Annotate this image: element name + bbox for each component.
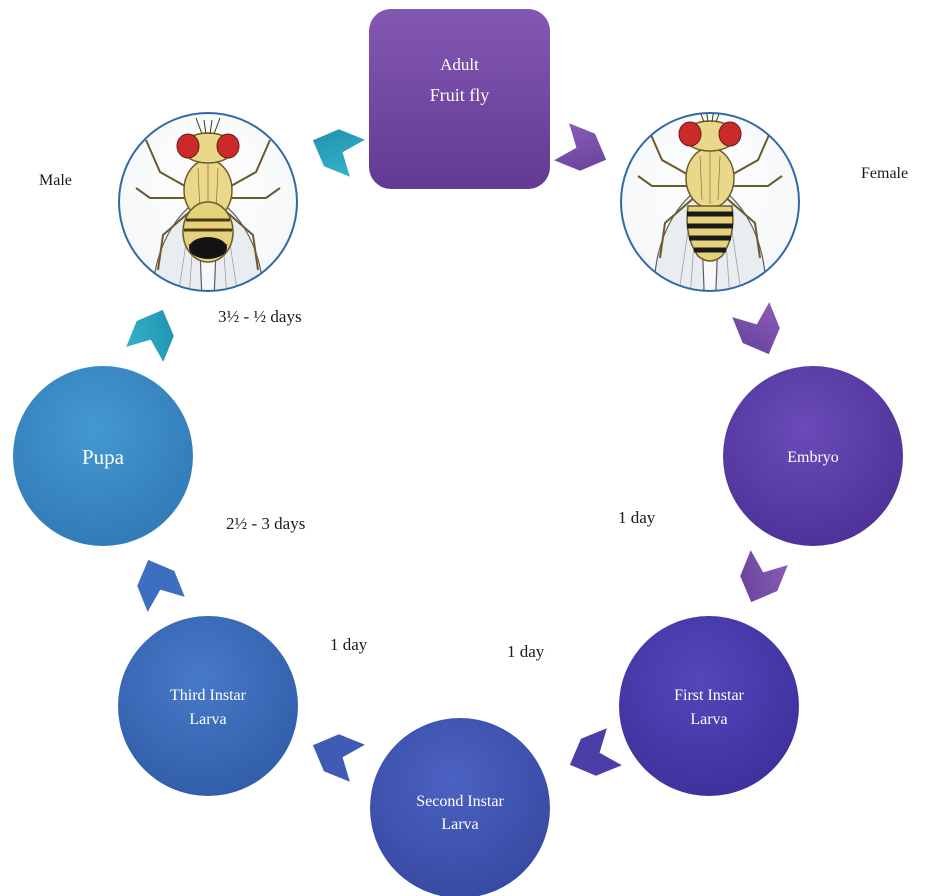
third-instar-line1: Third Instar [170, 687, 247, 704]
embryo-node: Embryo [723, 366, 903, 546]
arrow-second-to-third-instar [305, 726, 365, 782]
arrow-adult-to-female [554, 123, 614, 179]
first-instar-line2: Larva [690, 711, 727, 728]
duration-first-to-second: 1 day [507, 642, 545, 661]
arrow-pupa-to-male [126, 302, 182, 362]
first-instar-larva-node: First Instar Larva [619, 616, 799, 796]
arrow-first-to-second-instar [562, 728, 622, 784]
pupa-node: Pupa [13, 366, 193, 546]
arrow-female-to-embryo [732, 302, 788, 362]
third-instar-larva-node: Third Instar Larva [118, 616, 298, 796]
second-instar-line2: Larva [441, 816, 478, 833]
duration-second-to-third: 1 day [330, 635, 368, 654]
second-instar-line1: Second Instar [416, 793, 504, 810]
duration-third-to-pupa: 2½ - 3 days [226, 514, 306, 533]
female-label: Female [861, 165, 909, 182]
arrow-embryo-to-first-instar [732, 550, 788, 610]
arrow-third-instar-to-pupa [129, 552, 185, 612]
arrow-adult-to-male [305, 121, 365, 177]
adult-node-line2: Fruit fly [430, 85, 490, 105]
first-instar-line1: First Instar [674, 687, 744, 704]
female-fly-image [620, 112, 800, 292]
third-instar-line2: Larva [189, 711, 226, 728]
second-instar-larva-node: Second Instar Larva [370, 718, 550, 896]
pupa-label: Pupa [82, 445, 125, 469]
duration-embryo-to-first: 1 day [618, 508, 656, 527]
embryo-label: Embryo [787, 449, 839, 466]
duration-pupa-to-adult: 3½ - ½ days [218, 307, 302, 326]
adult-fruit-fly-node: Adult Fruit fly [369, 9, 550, 189]
adult-node-line1: Adult [440, 55, 479, 74]
male-label: Male [39, 172, 72, 189]
male-fly-image [118, 112, 298, 292]
